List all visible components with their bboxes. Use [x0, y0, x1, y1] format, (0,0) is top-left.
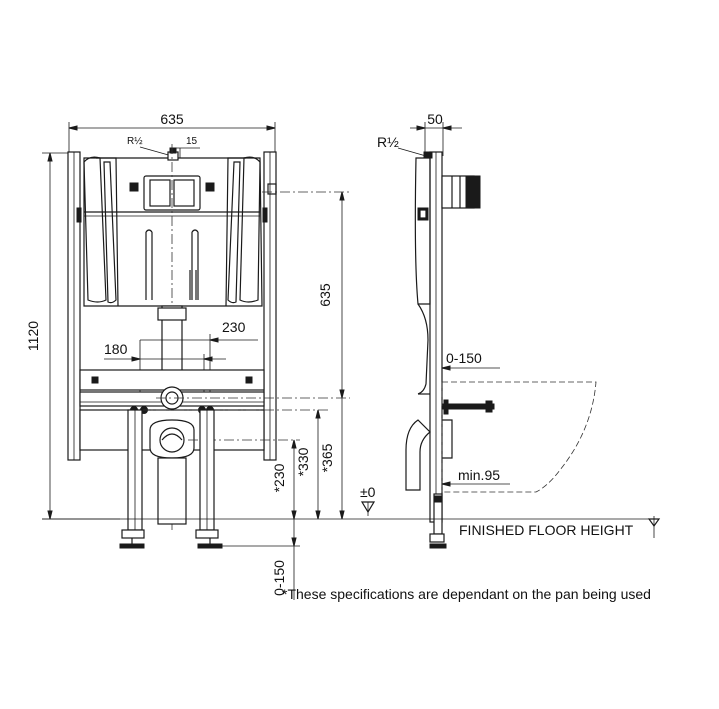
dim-230-star-label: *230 — [271, 463, 287, 492]
dim-height-label: 1120 — [25, 321, 41, 351]
footnote-text: *These specifications are dependant on t… — [282, 586, 651, 602]
dim-min95-label: min.95 — [458, 467, 500, 483]
dim-pm0-label: ±0 — [360, 484, 376, 500]
dim-50-label: 50 — [427, 111, 443, 127]
dim-15-label: 15 — [186, 136, 198, 147]
dim-180-label: 180 — [104, 341, 128, 357]
dim-365-star-label: *365 — [319, 443, 335, 472]
dim-r-half-front: R½ — [127, 136, 143, 147]
dim-width-label: 635 — [160, 111, 184, 127]
dim-230-label: 230 — [222, 319, 246, 335]
dim-0-150-side-label: 0-150 — [446, 350, 482, 366]
dim-0-150-front-label: 0-150 — [271, 560, 287, 596]
dim-330-star-label: *330 — [295, 447, 311, 476]
dim-r-half-side: R½ — [377, 134, 399, 150]
dim-635-vertical-label: 635 — [317, 283, 333, 307]
side-view: 50 R½ 0-150 min. — [360, 111, 661, 549]
finished-floor-height-label: FINISHED FLOOR HEIGHT — [459, 522, 634, 538]
front-view: 635 R½ 15 1120 — [25, 111, 410, 600]
